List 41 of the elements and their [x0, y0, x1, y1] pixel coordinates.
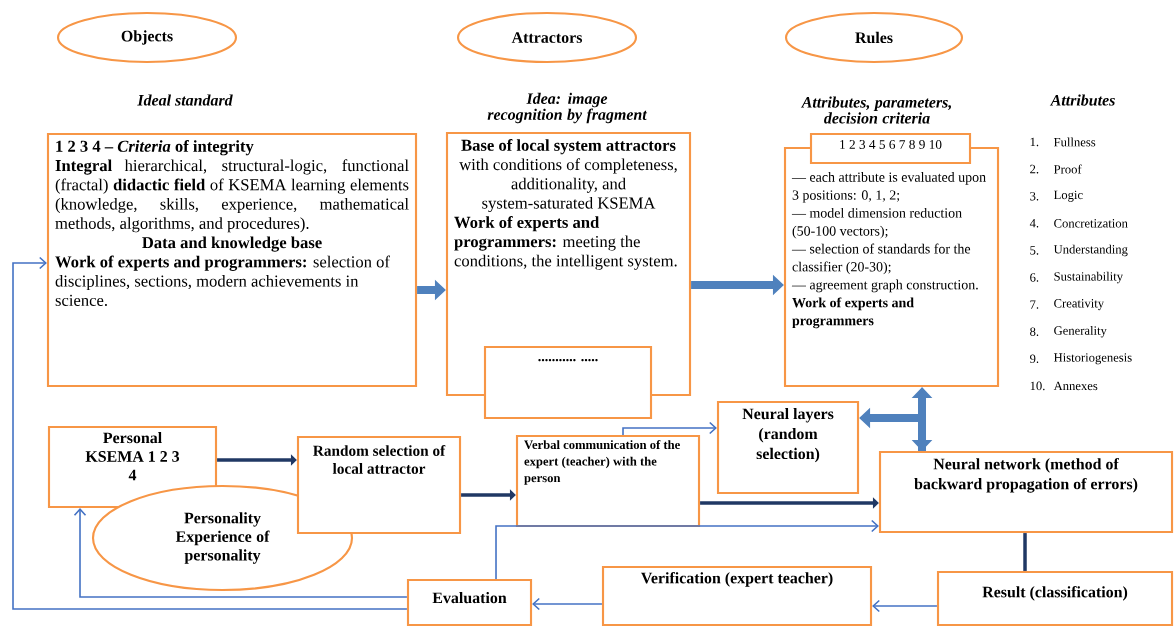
list-item: Concretization: [1054, 219, 1128, 228]
list-item: Understanding: [1053, 244, 1128, 257]
column-heading: Ideal standard: [137, 94, 233, 106]
process-box: Neural network (method of backward propagation of errors): [878, 450, 1174, 534]
list-item: Creativity: [1054, 299, 1105, 311]
arrow: [12, 256, 408, 610]
process-box: Verification (expert teacher): [601, 565, 873, 627]
number-box: 1 2 3 4 5 6 7 8 9 10: [809, 132, 972, 165]
list-item: Generality: [1054, 325, 1107, 338]
list-number: 3.: [1030, 191, 1039, 201]
process-box: Result (classification): [936, 570, 1174, 627]
list-number: 7.: [1030, 300, 1039, 309]
arrow: [872, 599, 938, 613]
list-number: 1.: [1030, 137, 1039, 147]
process-box: Verbal communication of the expert (teacher) with the person: [515, 434, 701, 528]
list-number: 10.: [1030, 381, 1045, 391]
column-heading: Attributes: [1049, 94, 1115, 106]
list-item: Proof: [1053, 164, 1082, 174]
list-number: 4.: [1029, 219, 1039, 228]
arrow: [73, 508, 408, 598]
process-box: Evaluation: [406, 578, 533, 627]
list-number: 8.: [1030, 327, 1039, 336]
arrow: [532, 597, 603, 611]
list-number: 6.: [1030, 273, 1039, 282]
list-item: Annexes: [1053, 381, 1098, 391]
process-box: Neural layers (random selection): [716, 400, 860, 495]
list-item: Historiogenesis: [1053, 353, 1132, 365]
list-number: 5.: [1030, 246, 1039, 255]
connector-line: [1023, 533, 1027, 571]
list-item: Sustainability: [1054, 271, 1123, 284]
column-heading: Idea: image recognition by fragment: [487, 92, 648, 124]
column-heading: Attributes, parameters, decision criteria: [800, 96, 951, 124]
list-number: 9.: [1030, 354, 1039, 364]
arrow: [495, 519, 879, 580]
list-item: Logic: [1053, 190, 1083, 202]
ellipsis-box: ........... .....: [483, 345, 653, 420]
list-number: 2.: [1030, 164, 1039, 174]
process-box: Random selection of local attractor: [296, 435, 462, 535]
arrow: [622, 421, 717, 436]
process-box: 1 2 3 4 – Criteria of integrity Integral hierarchical, structural-logic, functional (fractal) didactic field of KSEMA learning elements (knowledge, skills, experience, mathematical methods, algorithms, and procedures). Data and knowledge base Work of experts and programmers: selection of disciplines, sections, modern achievements in science.: [46, 132, 418, 388]
list-item: Fullness: [1053, 137, 1096, 147]
